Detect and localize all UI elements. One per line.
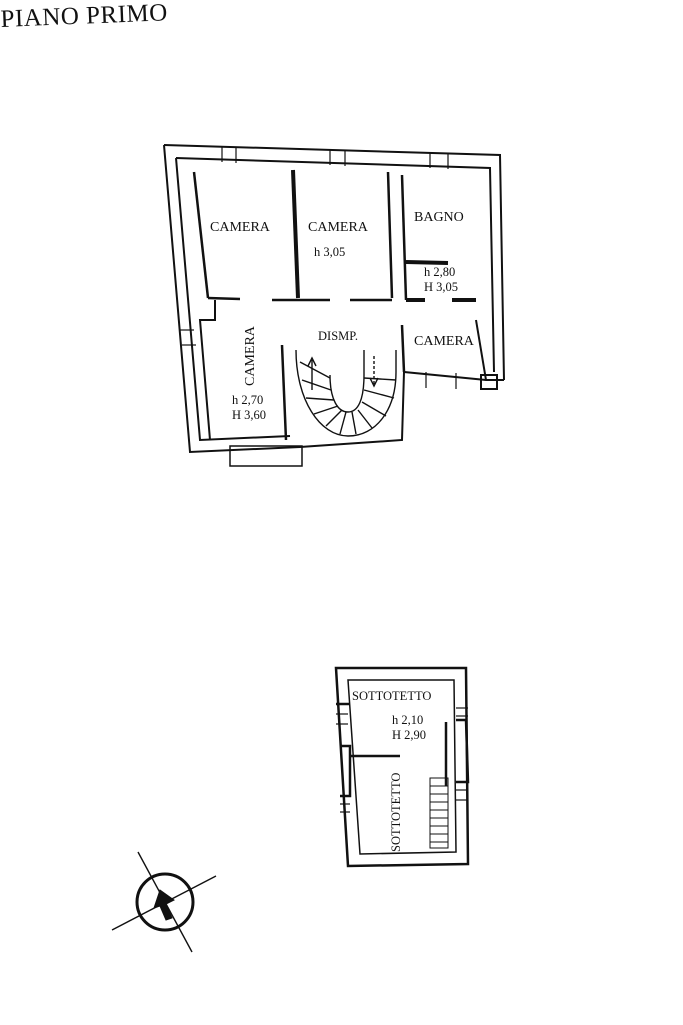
room-label-sottotetto-2: SOTTOTETTO [389,773,403,852]
attic-labels: SOTTOTETTO h 2,10 H 2,90 SOTTOTETTO [352,689,431,852]
room-label-camera-2: CAMERA [308,220,369,235]
room-height-sottotetto-high: H 2,90 [392,728,426,742]
room-height-camera-3-high: H 3,60 [232,408,266,422]
room-label-camera-1: CAMERA [210,220,271,235]
room-label-camera-4: CAMERA [414,334,475,349]
staircase [295,349,397,437]
room-label-sottotetto-1: SOTTOTETTO [352,689,431,703]
first-floor-labels: CAMERA CAMERA h 3,05 BAGNO h 2,80 H 3,05… [210,210,475,422]
room-label-bagno: BAGNO [414,210,464,225]
room-label-disimpegno: DISMP. [318,329,358,343]
north-arrow-icon [111,851,217,953]
interior-walls [192,169,487,441]
balcony [229,445,303,467]
outer-walls [163,144,505,454]
windows [180,147,457,389]
first-floor-plan [163,144,505,467]
room-height-sottotetto-low: h 2,10 [392,713,423,727]
room-height-bagno-high: H 3,05 [424,280,458,294]
chimney [480,374,498,390]
room-height-bagno-low: h 2,80 [424,265,455,279]
room-height-camera-2: h 3,05 [314,245,345,259]
room-height-camera-3-low: h 2,70 [232,393,263,407]
attic-windows [336,707,468,813]
room-label-camera-3: CAMERA [243,325,258,386]
attic-stairs [429,777,449,849]
attic-plan [334,666,470,868]
